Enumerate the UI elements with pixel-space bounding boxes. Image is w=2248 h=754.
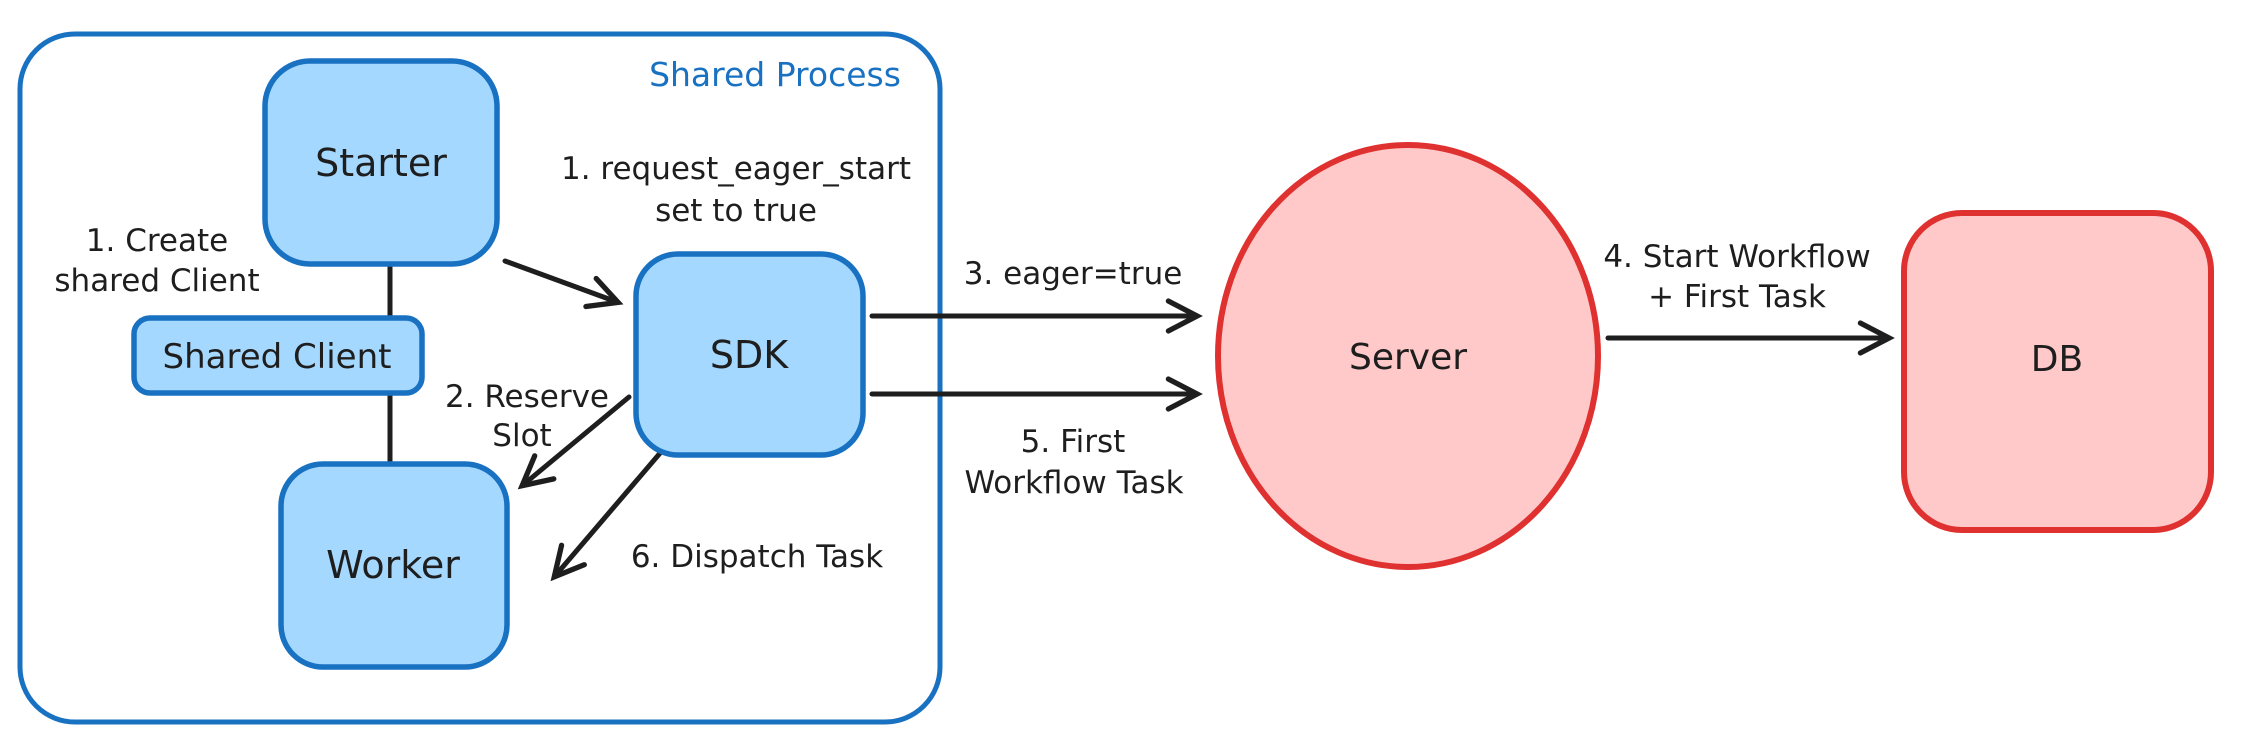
shared-process-label: Shared Process: [649, 55, 901, 94]
db-box: [1901, 210, 2214, 533]
annotation-dispatch-task: 6. Dispatch Task: [631, 539, 883, 575]
db-node: DB: [1901, 210, 2214, 533]
annotation-first-workflow-task-line1: 5. First: [1021, 424, 1126, 460]
server-label: Server: [1349, 337, 1467, 378]
annotation-request-eager-start: 1. request_eager_start set to true: [561, 151, 911, 229]
annotation-reserve-slot-line1: 2. Reserve: [445, 379, 609, 415]
shared-process-container: [17, 31, 943, 725]
shared-client-label: Shared Client: [163, 337, 392, 377]
annotation-reserve-slot-line2: Slot: [492, 418, 551, 454]
annotation-request-eager-start-line2: set to true: [655, 193, 817, 229]
server-node: Server: [1215, 142, 1601, 570]
annotation-start-workflow-line1: 4. Start Workflow: [1603, 239, 1870, 275]
annotation-create-shared-client-line2: shared Client: [54, 263, 259, 299]
sdk-box: [633, 251, 866, 458]
server-circle: [1215, 142, 1601, 570]
shared-client-box: [131, 315, 425, 396]
annotation-start-workflow-line2: + First Task: [1648, 279, 1826, 315]
arrow-sdk-dispatch-task: [550, 449, 664, 582]
arrow-starter-to-sdk: [502, 258, 624, 310]
db-label: DB: [2031, 339, 2083, 380]
starter-label: Starter: [315, 141, 447, 185]
annotation-start-workflow: 4. Start Workflow + First Task: [1603, 239, 1870, 315]
shared-client-node: Shared Client: [131, 315, 425, 396]
annotation-create-shared-client: 1. Create shared Client: [54, 223, 259, 299]
sdk-label: SDK: [710, 333, 789, 377]
annotation-eager-true: 3. eager=true: [964, 256, 1183, 292]
annotation-reserve-slot: 2. Reserve Slot: [445, 379, 609, 454]
arrow-sdk-to-worker-reserve-slot: [517, 394, 632, 490]
starter-node: Starter: [262, 58, 500, 267]
worker-box: [278, 461, 510, 670]
annotation-create-shared-client-line1: 1. Create: [86, 223, 228, 259]
worker-node: Worker: [278, 461, 510, 670]
annotation-first-workflow-task: 5. First Workflow Task: [964, 424, 1183, 501]
sdk-node: SDK: [633, 251, 866, 458]
annotation-first-workflow-task-line2: Workflow Task: [964, 465, 1183, 501]
starter-box: [262, 58, 500, 267]
worker-label: Worker: [326, 543, 460, 587]
annotation-request-eager-start-line1: 1. request_eager_start: [561, 151, 911, 187]
